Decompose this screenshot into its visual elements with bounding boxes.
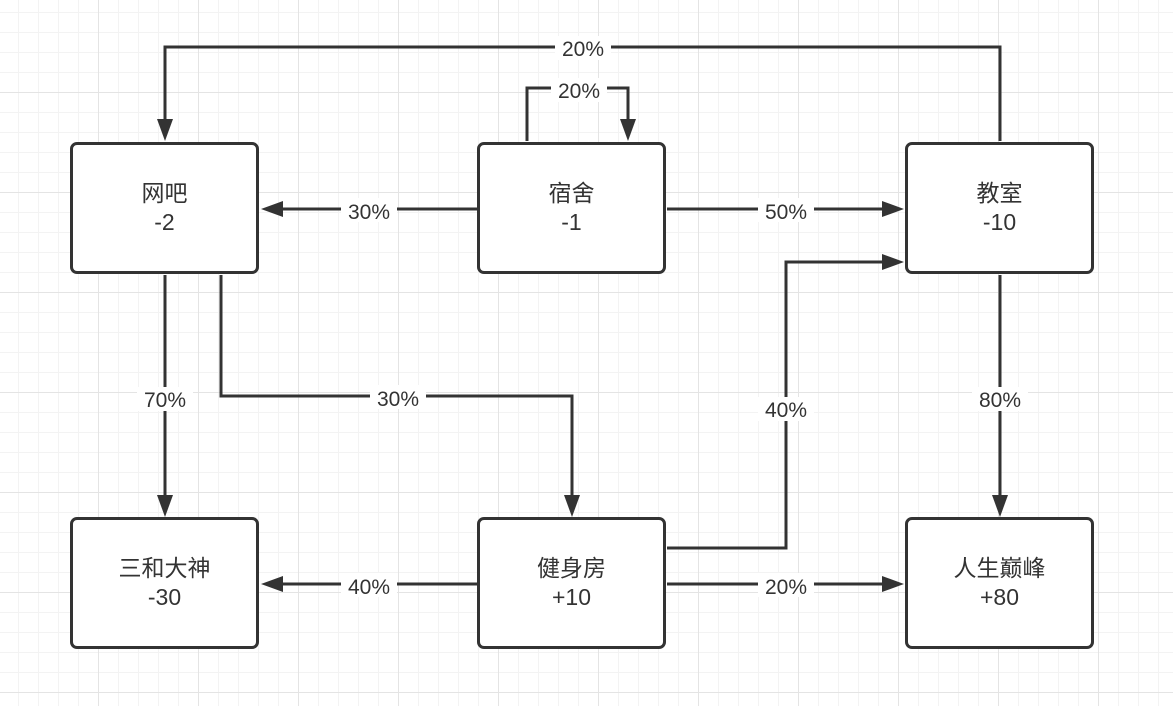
node-score: +80 — [979, 584, 1019, 610]
node-name: 网吧 — [141, 180, 188, 206]
edge-sushe-to-jiaoshi[interactable]: 50% — [667, 198, 904, 224]
edge-label: 50% — [765, 201, 807, 224]
node-jiaoshi[interactable]: 教室 -10 — [905, 142, 1094, 274]
node-jianshen[interactable]: 健身房 +10 — [477, 517, 666, 649]
edge-label: 30% — [377, 388, 419, 411]
edge-sushe-to-wangba[interactable]: 30% — [261, 198, 477, 224]
edge-label: 30% — [348, 201, 390, 224]
edge-wangba-to-sanhe[interactable]: 70% — [137, 275, 193, 517]
edge-label: 40% — [348, 576, 390, 599]
edge-jiaoshi-to-wangba[interactable]: 20% — [157, 36, 1002, 141]
edge-jianshen-to-rensheng[interactable]: 20% — [667, 573, 904, 599]
edge-label: 40% — [765, 399, 807, 422]
node-score: -1 — [561, 209, 582, 235]
node-rensheng[interactable]: 人生巅峰 +80 — [905, 517, 1094, 649]
edge-label: 20% — [562, 38, 604, 61]
node-name: 三和大神 — [118, 555, 211, 581]
edge-jianshen-to-sanhe[interactable]: 40% — [261, 573, 477, 599]
node-name: 宿舍 — [548, 180, 595, 206]
edge-jiaoshi-to-rensheng[interactable]: 80% — [972, 275, 1028, 517]
edge-wangba-to-jianshen[interactable]: 30% — [219, 275, 580, 517]
edge-label: 80% — [979, 389, 1021, 412]
node-sushe[interactable]: 宿舍 -1 — [477, 142, 666, 274]
node-score: -10 — [982, 209, 1017, 235]
node-name: 健身房 — [537, 555, 606, 581]
node-sanhe[interactable]: 三和大神 -30 — [70, 517, 259, 649]
node-score: +10 — [551, 584, 591, 610]
edge-label: 20% — [765, 576, 807, 599]
node-name: 教室 — [976, 180, 1023, 206]
node-wangba[interactable]: 网吧 -2 — [70, 142, 259, 274]
node-score: -2 — [154, 209, 175, 235]
node-name: 人生巅峰 — [953, 555, 1046, 581]
edge-label: 70% — [144, 389, 186, 412]
edge-jianshen-to-jiaoshi[interactable]: 40% — [667, 254, 904, 550]
edge-label: 20% — [558, 80, 600, 103]
node-score: -30 — [147, 584, 182, 610]
edge-sushe-self[interactable]: 20% — [525, 78, 636, 141]
